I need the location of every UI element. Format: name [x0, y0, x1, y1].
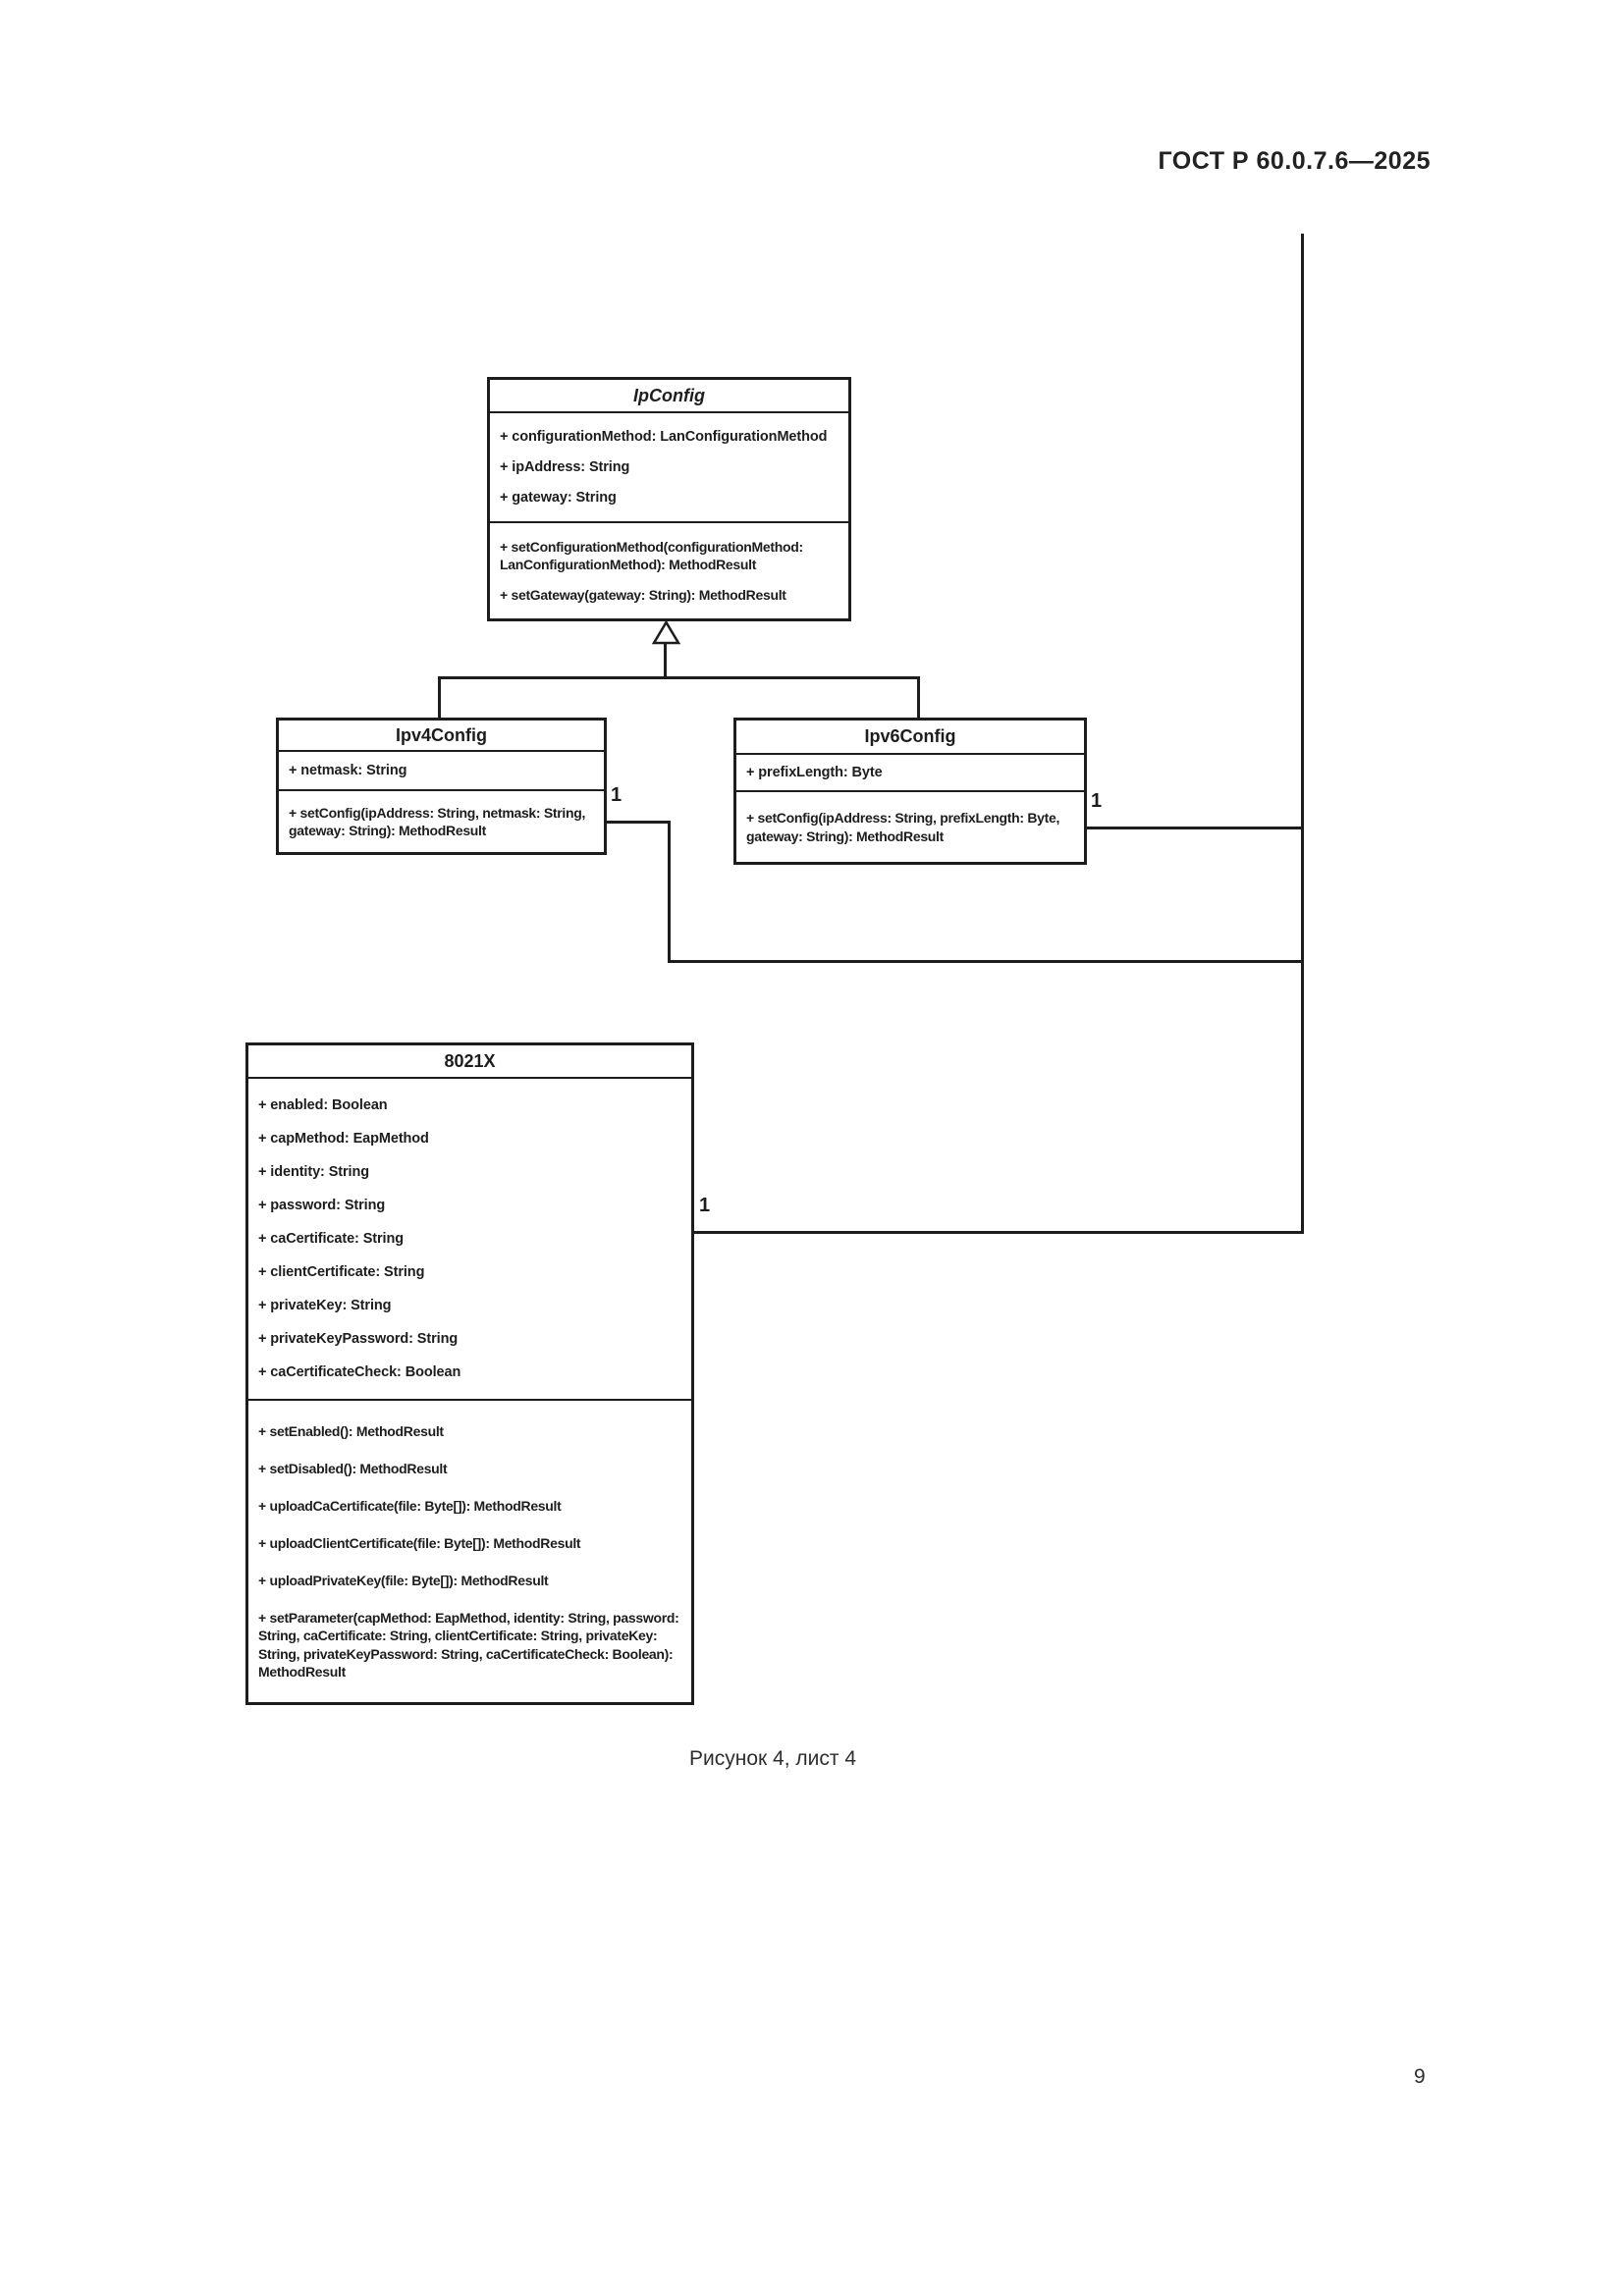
association-line-ipv4-segment [668, 821, 671, 963]
class-box-ipv4config: Ipv4Config + netmask: String + setConfig… [276, 718, 607, 855]
attribute: + prefixLength: Byte [746, 764, 883, 780]
methods-compartment: + setConfig(ipAddress: String, netmask: … [279, 791, 604, 852]
class-name-ipv4config: Ipv4Config [279, 721, 604, 752]
association-line-ipv6-segment [1086, 827, 1304, 829]
generalization-drop-line-right [917, 676, 920, 720]
association-line-8021x-segment [693, 1231, 1304, 1234]
association-line-ipv4-segment [606, 821, 671, 824]
multiplicity-label-8021x: 1 [699, 1195, 711, 1216]
attribute: + ipAddress: String [500, 458, 630, 475]
attribute: + enabled: Boolean [258, 1096, 388, 1113]
attribute: + capMethod: EapMethod [258, 1130, 429, 1147]
attribute: + privateKey: String [258, 1297, 392, 1313]
method: + setConfigurationMethod(configurationMe… [500, 538, 803, 572]
attribute: + configurationMethod: LanConfigurationM… [500, 428, 828, 445]
attribute: + gateway: String [500, 489, 617, 506]
attribute: + netmask: String [289, 762, 407, 778]
method: + setConfig(ipAddress: String, netmask: … [289, 804, 586, 838]
method: + setParameter(capMethod: EapMethod, ide… [258, 1610, 679, 1680]
document-code: ГОСТ Р 60.0.7.6—2025 [1158, 147, 1431, 175]
multiplicity-label-ipv6: 1 [1091, 790, 1103, 812]
class-box-ipv6config: Ipv6Config + prefixLength: Byte + setCon… [733, 718, 1087, 865]
figure-caption: Рисунок 4, лист 4 [689, 1747, 856, 1770]
page-number: 9 [1414, 2065, 1426, 2088]
attributes-compartment: + enabled: Boolean + capMethod: EapMetho… [248, 1079, 691, 1401]
method: + setEnabled(): MethodResult [258, 1422, 444, 1439]
class-box-ipconfig: IpConfig + configurationMethod: LanConfi… [487, 377, 851, 621]
methods-compartment: + setConfig(ipAddress: String, prefixLen… [736, 792, 1084, 862]
attribute: + identity: String [258, 1163, 369, 1180]
attributes-compartment: + configurationMethod: LanConfigurationM… [490, 413, 848, 523]
generalization-stem-line [664, 643, 667, 679]
multiplicity-label-ipv4: 1 [611, 784, 623, 806]
methods-compartment: + setConfigurationMethod(configurationMe… [490, 523, 848, 618]
attribute: + password: String [258, 1197, 386, 1213]
association-line-ipv4-segment [668, 960, 1304, 963]
generalization-drop-line-left [438, 676, 441, 720]
attribute: + privateKeyPassword: String [258, 1330, 459, 1347]
methods-compartment: + setEnabled(): MethodResult + setDisabl… [248, 1401, 691, 1702]
attribute: + clientCertificate: String [258, 1263, 425, 1280]
generalization-arrow-icon [652, 620, 680, 645]
method: + setConfig(ipAddress: String, prefixLen… [746, 810, 1060, 844]
association-trunk-line [1301, 234, 1304, 1234]
class-name-8021x: 8021X [248, 1045, 691, 1079]
class-box-8021x: 8021X + enabled: Boolean + capMethod: Ea… [245, 1042, 694, 1705]
method: + setGateway(gateway: String): MethodRes… [500, 587, 786, 603]
generalization-branch-line [438, 676, 920, 679]
class-name-ipv6config: Ipv6Config [736, 721, 1084, 755]
method: + uploadCaCertificate(file: Byte[]): Met… [258, 1498, 562, 1515]
attribute: + caCertificateCheck: Boolean [258, 1363, 461, 1380]
attribute: + caCertificate: String [258, 1230, 404, 1247]
method: + uploadClientCertificate(file: Byte[]):… [258, 1535, 581, 1552]
attributes-compartment: + prefixLength: Byte [736, 755, 1084, 792]
method: + uploadPrivateKey(file: Byte[]): Method… [258, 1573, 549, 1589]
attributes-compartment: + netmask: String [279, 752, 604, 791]
method: + setDisabled(): MethodResult [258, 1460, 448, 1476]
class-name-ipconfig: IpConfig [490, 380, 848, 413]
